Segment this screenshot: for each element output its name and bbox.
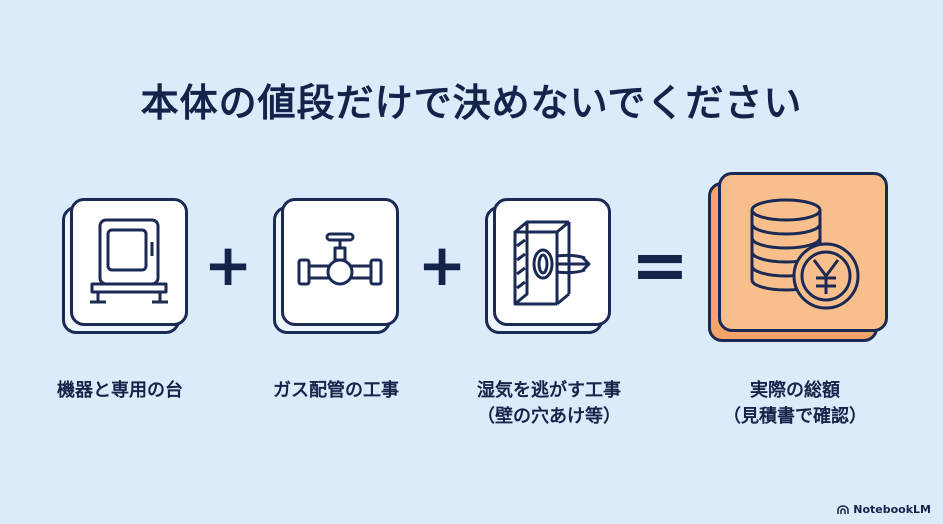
brand-mark: NotebookLM [837, 503, 931, 516]
brand-name: NotebookLM [853, 503, 931, 516]
wall-vent-icon [513, 220, 591, 306]
plus-operator: + [203, 231, 253, 299]
label-line1: ガス配管の工事 [273, 380, 399, 401]
card-total [708, 172, 888, 342]
dryer-on-stand-icon [90, 218, 168, 304]
equals-operator: = [630, 224, 690, 306]
page-title: 本体の値段だけで決めないでください [140, 81, 803, 125]
plus-operator: + [417, 231, 467, 299]
card-appliance [62, 198, 188, 334]
label-line1: 実際の総額 [750, 380, 840, 401]
gas-pipe-valve-icon [297, 232, 383, 286]
card-gas-pipe [273, 198, 399, 334]
label-total: 実際の総額 （見積書で確認） [690, 378, 900, 430]
card-wall-vent [485, 198, 611, 334]
label-wall-vent: 湿気を逃がす工事 （壁の穴あけ等） [444, 378, 654, 430]
label-gas-pipe: ガス配管の工事 [236, 378, 436, 404]
label-line1: 湿気を逃がす工事 [477, 380, 621, 401]
notebooklm-logo-icon [837, 504, 849, 514]
label-line2: （壁の穴あけ等） [477, 406, 621, 427]
label-appliance: 機器と専用の台 [20, 378, 220, 404]
label-line1: 機器と専用の台 [57, 380, 183, 401]
yen-coins-icon [750, 198, 860, 310]
card-face [281, 198, 399, 326]
label-line2: （見積書で確認） [723, 406, 867, 427]
